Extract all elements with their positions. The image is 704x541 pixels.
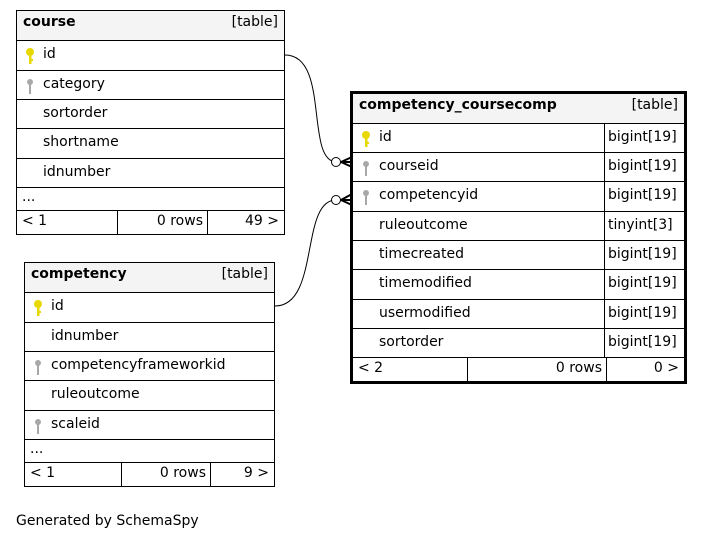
primary-key-icon — [25, 47, 35, 69]
primary-key-icon — [361, 130, 371, 152]
column-name: usermodified — [379, 305, 471, 321]
column-row[interactable]: courseid bigint[19] — [353, 152, 684, 181]
column-name: competencyframeworkid — [51, 357, 226, 373]
column-name: timemodified — [379, 275, 472, 291]
more-columns-ellipsis: ... — [22, 189, 36, 205]
table-competency[interactable]: competency [table] id idnumber competenc… — [24, 262, 275, 487]
column-name: category — [43, 76, 105, 92]
children-count: 0 > — [606, 358, 684, 381]
foreign-key-icon — [361, 188, 371, 210]
column-type: bigint[19] — [604, 241, 684, 269]
column-row[interactable]: sortorder bigint[19] — [353, 328, 684, 357]
foreign-key-icon — [33, 417, 43, 439]
row-count: 0 rows — [467, 358, 606, 381]
more-columns-row[interactable]: ... — [17, 187, 284, 210]
column-name: competencyid — [379, 187, 479, 203]
column-row[interactable]: scaleid — [25, 410, 274, 439]
generator-credit: Generated by SchemaSpy — [16, 513, 199, 529]
more-columns-ellipsis: ... — [30, 441, 44, 457]
table-kind: [table] — [631, 97, 678, 113]
table-kind: [table] — [221, 266, 268, 282]
foreign-key-icon — [25, 77, 35, 99]
edge-competency-optional-marker — [331, 195, 341, 205]
column-row[interactable]: competencyid bigint[19] — [353, 181, 684, 211]
table-header[interactable]: competency_coursecomp [table] — [353, 94, 684, 123]
column-type: bigint[19] — [604, 270, 684, 299]
table-kind: [table] — [231, 14, 278, 30]
column-row[interactable]: shortname — [17, 128, 284, 158]
column-row[interactable]: idnumber — [25, 322, 274, 351]
column-row[interactable]: idnumber — [17, 158, 284, 187]
column-name: ruleoutcome — [379, 217, 468, 233]
column-type: bigint[19] — [604, 124, 684, 152]
column-name: timecreated — [379, 246, 464, 262]
column-type: tinyint[3] — [604, 212, 684, 240]
column-row[interactable]: timemodified bigint[19] — [353, 269, 684, 299]
column-name: scaleid — [51, 416, 100, 432]
edge-competency-to-competencyid — [274, 199, 337, 307]
column-row[interactable]: ruleoutcome tinyint[3] — [353, 211, 684, 240]
table-footer: < 1 0 rows 49 > — [17, 210, 284, 234]
parents-count: < 2 — [358, 360, 384, 376]
foreign-key-icon — [33, 358, 43, 380]
column-name: idnumber — [43, 164, 111, 180]
column-row[interactable]: id — [25, 292, 274, 322]
column-row[interactable]: ruleoutcome — [25, 380, 274, 410]
column-row[interactable]: id bigint[19] — [353, 123, 684, 152]
more-columns-row[interactable]: ... — [25, 439, 274, 462]
table-competency-coursecomp[interactable]: competency_coursecomp [table] id bigint[… — [350, 91, 687, 384]
table-course[interactable]: course [table] id category sortorder sho… — [16, 10, 285, 235]
row-count: 0 rows — [117, 211, 207, 234]
table-header[interactable]: course [table] — [17, 11, 284, 40]
column-row[interactable]: category — [17, 70, 284, 99]
table-footer: < 2 0 rows 0 > — [353, 357, 684, 381]
primary-key-icon — [33, 299, 43, 321]
column-name: courseid — [379, 158, 439, 174]
column-name: idnumber — [51, 328, 119, 344]
column-row[interactable]: sortorder — [17, 99, 284, 128]
column-name: id — [51, 298, 64, 314]
table-footer: < 1 0 rows 9 > — [25, 462, 274, 486]
column-row[interactable]: usermodified bigint[19] — [353, 299, 684, 328]
table-name[interactable]: competency — [31, 266, 127, 282]
row-count: 0 rows — [121, 463, 210, 486]
column-name: id — [379, 129, 392, 145]
column-type: bigint[19] — [604, 153, 684, 181]
column-name: id — [43, 46, 56, 62]
foreign-key-icon — [361, 159, 371, 181]
column-type: bigint[19] — [604, 329, 684, 357]
parents-count: < 1 — [30, 465, 56, 481]
column-name: sortorder — [379, 334, 444, 350]
table-name[interactable]: competency_coursecomp — [359, 97, 557, 113]
edge-course-optional-marker — [331, 157, 341, 167]
column-type: bigint[19] — [604, 182, 684, 211]
column-name: shortname — [43, 134, 119, 150]
column-name: sortorder — [43, 105, 108, 121]
column-name: ruleoutcome — [51, 386, 140, 402]
edge-course-to-courseid — [284, 54, 337, 163]
column-row[interactable]: id — [17, 40, 284, 70]
table-name[interactable]: course — [23, 14, 76, 30]
column-type: bigint[19] — [604, 300, 684, 328]
children-count: 9 > — [210, 463, 274, 486]
children-count: 49 > — [207, 211, 284, 234]
column-row[interactable]: timecreated bigint[19] — [353, 240, 684, 269]
column-row[interactable]: competencyframeworkid — [25, 351, 274, 380]
parents-count: < 1 — [22, 213, 48, 229]
table-header[interactable]: competency [table] — [25, 263, 274, 292]
